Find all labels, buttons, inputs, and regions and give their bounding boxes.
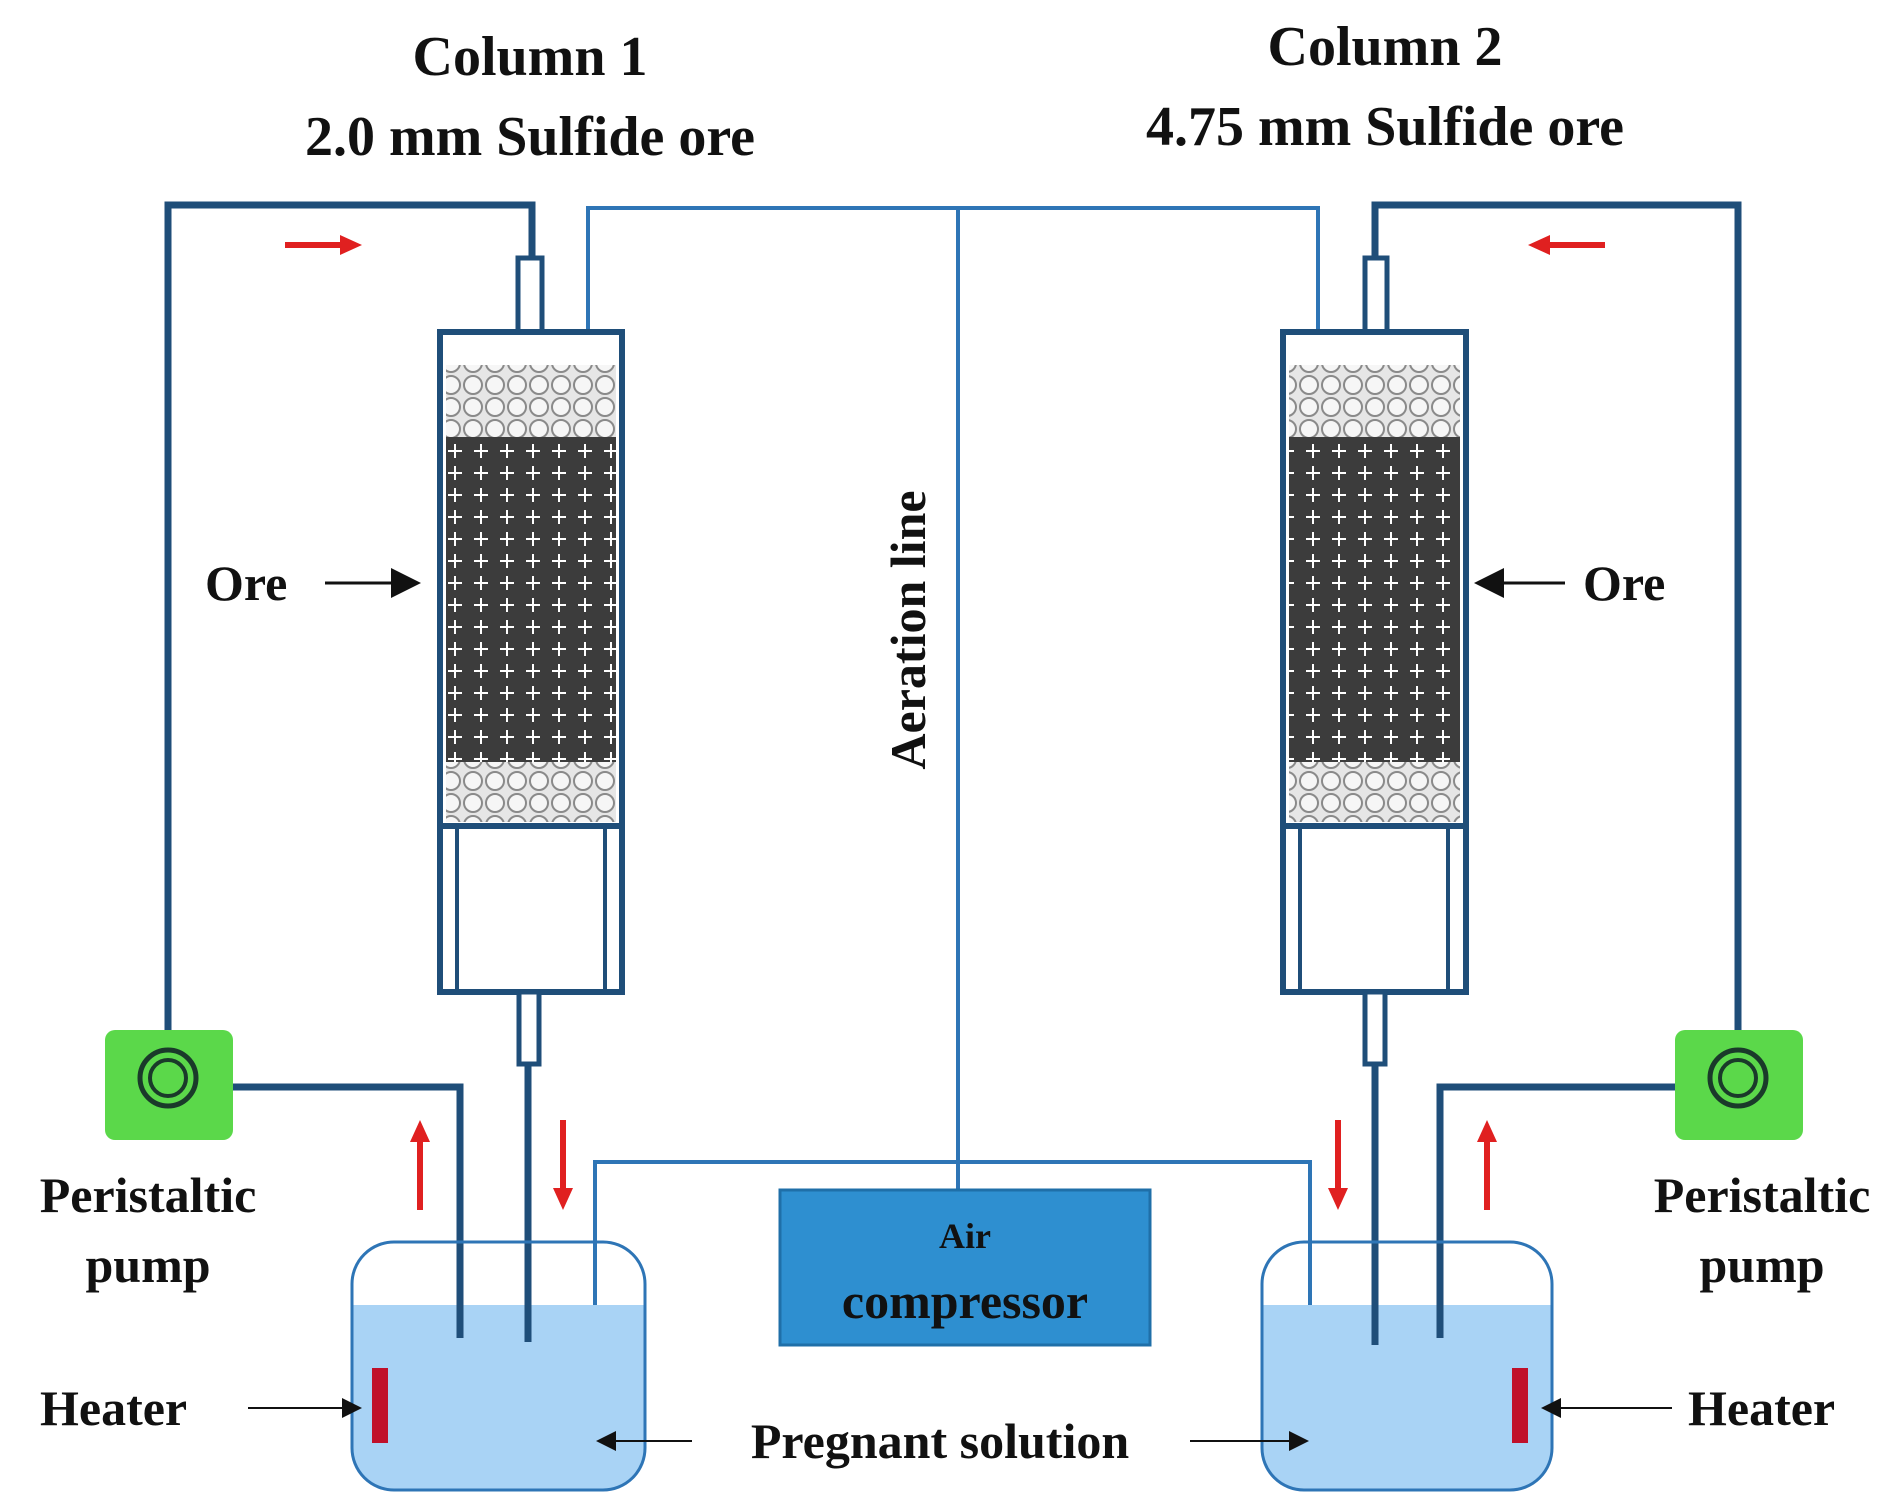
column2-bottom-nozzle xyxy=(1362,989,1388,1067)
column1-bottom-nozzle xyxy=(516,989,542,1067)
flow-arrow-icon xyxy=(553,1120,573,1210)
pregnant-solution-label: Pregnant solution xyxy=(751,1413,1129,1469)
tank-left-solution xyxy=(352,1305,645,1490)
pump-left-label-2: pump xyxy=(85,1237,210,1293)
right-return-pipe xyxy=(1436,1083,1675,1338)
left-feed-pipe xyxy=(164,201,536,1030)
peristaltic-pump-left xyxy=(105,1030,233,1140)
column2-title: Column 2 xyxy=(1268,16,1503,78)
tank-right xyxy=(1260,1240,1554,1492)
column2-bottom-gravel xyxy=(1289,762,1460,822)
heater-right-label: Heater xyxy=(1688,1380,1835,1436)
column2-subtitle: 4.75 mm Sulfide ore xyxy=(1146,96,1624,158)
ore-label-right: Ore xyxy=(1583,555,1665,611)
tank-left xyxy=(350,1240,647,1492)
tank-left-wall xyxy=(350,1240,647,1492)
flow-arrow-icon xyxy=(1528,235,1605,255)
column1-top-gravel xyxy=(446,365,616,437)
tank-right-wall xyxy=(1260,1240,1554,1492)
column1-bottom-gravel xyxy=(446,762,616,822)
left-return-pipe xyxy=(232,1083,464,1335)
aeration-lines xyxy=(586,206,1320,1305)
right-feed-pipe xyxy=(1371,201,1742,1032)
column1-subtitle: 2.0 mm Sulfide ore xyxy=(305,106,755,168)
peristaltic-pump-icon xyxy=(1675,1030,1803,1140)
ore-label-left: Ore xyxy=(205,555,287,611)
column-1 xyxy=(437,255,625,1067)
column2-ore-bed xyxy=(1289,437,1460,762)
flow-arrow-icon xyxy=(410,1120,430,1210)
flow-arrow-icon xyxy=(1477,1120,1497,1210)
air-compressor-label-2: compressor xyxy=(842,1273,1088,1329)
column2-top-nozzle xyxy=(1362,255,1390,335)
column-2 xyxy=(1280,255,1469,1067)
aeration-line-label: Aeration line xyxy=(880,490,936,769)
pump-right-label-2: pump xyxy=(1699,1237,1824,1293)
tank-right-solution xyxy=(1262,1305,1552,1490)
heater-icon xyxy=(1512,1368,1528,1443)
aeration-top-line xyxy=(586,206,1320,332)
peristaltic-pump-icon xyxy=(105,1030,233,1140)
peristaltic-pump-right xyxy=(1675,1030,1803,1140)
flow-arrows xyxy=(285,235,1605,1210)
right-pipes xyxy=(1371,201,1742,1345)
column1-top-nozzle xyxy=(515,255,545,335)
pump-right-label-1: Peristaltic xyxy=(1654,1167,1871,1223)
aeration-bottom-line xyxy=(593,1160,1312,1305)
left-pipes xyxy=(164,201,536,1340)
column2-top-gravel xyxy=(1289,365,1460,437)
heater-icon xyxy=(372,1368,388,1443)
pump-left-label-1: Peristaltic xyxy=(40,1167,257,1223)
air-compressor-box xyxy=(778,1188,1152,1347)
flow-arrow-icon xyxy=(285,235,362,255)
flow-arrow-icon xyxy=(1328,1120,1348,1210)
air-compressor-label-1: Air xyxy=(939,1216,991,1256)
heater-left-label: Heater xyxy=(40,1380,187,1436)
column1-title: Column 1 xyxy=(413,26,648,88)
column1-ore-bed xyxy=(446,437,616,762)
